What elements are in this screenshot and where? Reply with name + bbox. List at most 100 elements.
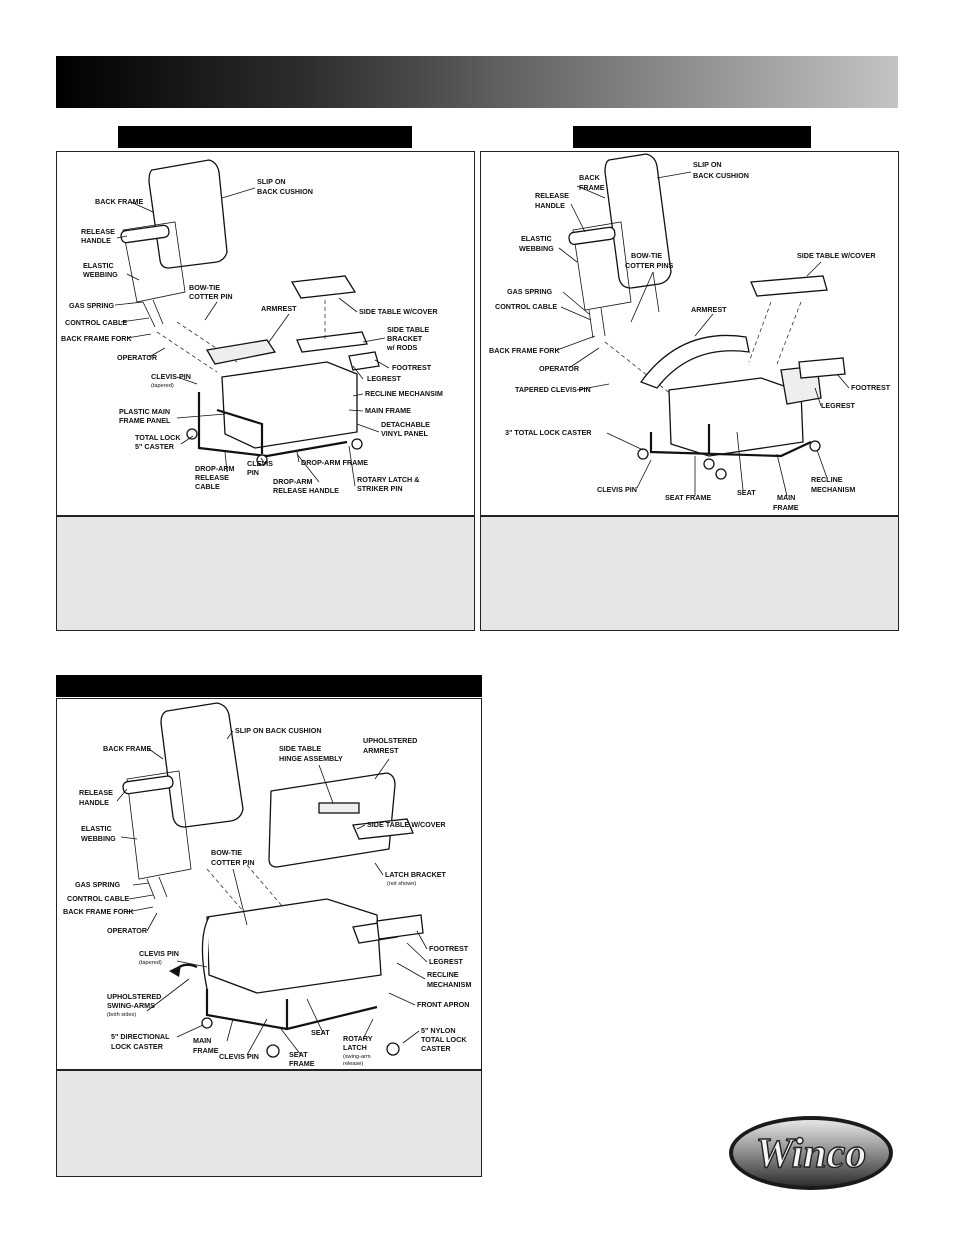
callout-label: ROTARY — [343, 1034, 373, 1043]
callout-label: 5" CASTER — [135, 442, 175, 451]
callouts-a: BACK FRAME SLIP ON BACK CUSHION RELEASE … — [61, 177, 443, 495]
callout-label: HINGE ASSEMBLY — [279, 754, 343, 763]
callout-label: SEAT FRAME — [665, 493, 711, 502]
winco-logo: Winco — [729, 1116, 893, 1190]
callout-label: SIDE TABLE W/COVER — [359, 307, 438, 316]
callout-label: LOCK CASTER — [111, 1042, 164, 1051]
callout-label: TOTAL LOCK — [135, 433, 181, 442]
callouts-b: SLIP ON BACK CUSHION BACK FRAME RELEASE … — [489, 160, 891, 512]
title-bar-c — [56, 675, 482, 697]
callout-label: HANDLE — [81, 236, 111, 245]
callout-label: DROP-ARM FRAME — [301, 458, 368, 467]
callout-label: BACK FRAME — [103, 744, 152, 753]
leader-lines — [556, 171, 850, 497]
callout-label: CLEVIS PIN — [139, 949, 179, 958]
callout-label: w/ RODS — [386, 343, 418, 352]
callout-label: COTTER PIN — [211, 858, 255, 867]
callout-label: ARMREST — [261, 304, 297, 313]
callout-label: LEGREST — [821, 401, 856, 410]
callout-label: CLEVIS PIN — [597, 485, 637, 494]
callout-label: (both sides) — [107, 1012, 136, 1018]
callout-label: UPHOLSTERED — [107, 992, 161, 1001]
callout-label: RELEASE — [79, 788, 113, 797]
callout-label: SEAT — [311, 1028, 330, 1037]
callout-label: MECHANISM — [427, 980, 471, 989]
callout-label: FRONT APRON — [417, 1000, 469, 1009]
note-box-b — [480, 516, 899, 631]
callout-label: SIDE TABLE W/COVER — [367, 820, 446, 829]
callout-label: BACK FRAME FORK — [61, 334, 132, 343]
callout-label: PIN — [247, 468, 259, 477]
diagram-panel-c: SLIP ON BACK CUSHION BACK FRAME UPHOLSTE… — [56, 698, 482, 1070]
callout-label: SLIP ON — [693, 160, 722, 169]
callout-label: RECLINE — [427, 970, 459, 979]
callout-label: TOTAL LOCK — [421, 1035, 467, 1044]
chair-drawing-b — [568, 153, 846, 480]
leader-lines — [114, 187, 390, 487]
callout-label: CONTROL CABLE — [67, 894, 129, 903]
callout-label: (tapered) — [151, 383, 174, 389]
callout-label: BOW-TIE — [189, 283, 220, 292]
chair-drawing-c — [122, 702, 424, 1058]
callout-label: DROP-ARM — [273, 477, 313, 486]
callout-label: FRAME — [579, 183, 605, 192]
callout-label: RELEASE — [195, 473, 229, 482]
callout-label: CONTROL CABLE — [65, 318, 127, 327]
callout-label: SEAT — [737, 488, 756, 497]
callout-label: CASTER — [421, 1044, 451, 1053]
callout-label: STRIKER PIN — [357, 484, 403, 493]
callout-label: 5" DIRECTIONAL — [111, 1032, 170, 1041]
chair-diagram-a: BACK FRAME SLIP ON BACK CUSHION RELEASE … — [61, 159, 443, 495]
callout-label: HANDLE — [535, 201, 565, 210]
callout-label: RECLINE MECHANSIM — [365, 389, 443, 398]
callout-label: OPERATOR — [107, 926, 148, 935]
callout-label: FRAME — [193, 1046, 219, 1055]
callout-label: SLIP ON — [257, 177, 286, 186]
diagram-panel-a: BACK FRAME SLIP ON BACK CUSHION RELEASE … — [56, 151, 475, 516]
title-bar-a — [118, 126, 412, 148]
callout-label: FRAME — [289, 1059, 315, 1068]
callout-label: ARMREST — [691, 305, 727, 314]
callout-label: SIDE TABLE W/COVER — [797, 251, 876, 260]
callout-label: MAIN — [777, 493, 795, 502]
callout-label: WEBBING — [81, 834, 116, 843]
chair-drawing-a — [120, 159, 380, 466]
callout-label: MECHANISM — [811, 485, 855, 494]
note-box-a — [56, 516, 475, 631]
callout-label: BACK — [579, 173, 601, 182]
callout-label: WEBBING — [83, 270, 118, 279]
callout-label: FRAME PANEL — [119, 416, 171, 425]
callout-label: VINYL PANEL — [381, 429, 428, 438]
callout-label: LATCH — [343, 1043, 367, 1052]
callout-label: RELEASE — [81, 227, 115, 236]
callout-label: BOW-TIE — [211, 848, 242, 857]
callout-label: SIDE TABLE — [387, 325, 429, 334]
callout-label: RECLINE — [811, 475, 843, 484]
callout-label: COTTER PIN — [189, 292, 233, 301]
chair-diagram-c: SLIP ON BACK CUSHION BACK FRAME UPHOLSTE… — [63, 702, 471, 1068]
callout-label: BACK FRAME FORK — [63, 907, 134, 916]
callout-label: (swing-arm — [343, 1054, 371, 1060]
callout-label: OPERATOR — [539, 364, 580, 373]
callout-label: SLIP ON BACK CUSHION — [235, 726, 322, 735]
callout-label: TAPERED CLEVIS PIN — [515, 385, 591, 394]
callout-label: WEBBING — [519, 244, 554, 253]
callout-label: FOOTREST — [851, 383, 891, 392]
callout-label: OPERATOR — [117, 353, 158, 362]
callout-label: CABLE — [195, 482, 220, 491]
callout-label: 5" NYLON — [421, 1026, 456, 1035]
callout-label: SIDE TABLE — [279, 744, 321, 753]
callout-label: ROTARY LATCH & — [357, 475, 419, 484]
logo-text: Winco — [756, 1131, 866, 1177]
callout-label: BACK CUSHION — [693, 171, 749, 180]
chair-diagram-b: SLIP ON BACK CUSHION BACK FRAME RELEASE … — [489, 153, 891, 512]
callout-label: FOOTREST — [392, 363, 432, 372]
callout-label: MAIN FRAME — [365, 406, 411, 415]
callout-label: LEGREST — [367, 374, 402, 383]
callout-label: ELASTIC — [521, 234, 552, 243]
callout-label: (not shown) — [387, 881, 416, 887]
callout-label: RELEASE — [535, 191, 569, 200]
callout-label: BOW-TIE — [631, 251, 662, 260]
callout-label: FOOTREST — [429, 944, 469, 953]
callout-label: ELASTIC — [81, 824, 112, 833]
